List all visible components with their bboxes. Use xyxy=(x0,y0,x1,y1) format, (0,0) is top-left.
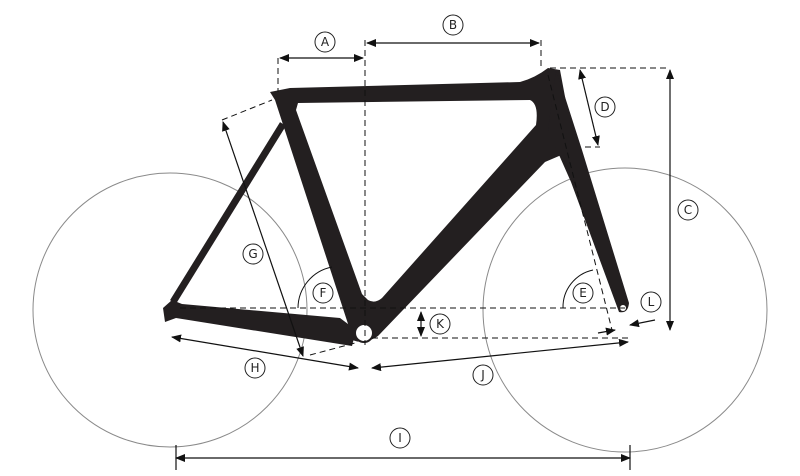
label-j: J xyxy=(472,364,494,386)
chain-stay xyxy=(163,300,356,346)
arrow-l-right xyxy=(629,319,656,328)
label-f: F xyxy=(312,282,334,304)
svg-text:C: C xyxy=(684,203,692,217)
label-h: H xyxy=(244,357,266,379)
fork xyxy=(548,70,629,313)
svg-text:F: F xyxy=(320,286,327,300)
angle-arc-e xyxy=(562,269,594,309)
arrow-j xyxy=(371,338,629,372)
bottom-bracket xyxy=(354,323,374,343)
label-e: E xyxy=(572,282,594,304)
frame xyxy=(163,68,629,346)
svg-text:H: H xyxy=(250,361,259,375)
dimension-arrows xyxy=(171,39,674,470)
svg-text:A: A xyxy=(321,35,330,49)
svg-text:D: D xyxy=(600,100,609,114)
label-l: L xyxy=(640,291,662,313)
svg-text:K: K xyxy=(436,317,445,331)
arrow-l-left xyxy=(597,327,616,336)
rear-wheel xyxy=(32,172,308,448)
svg-text:G: G xyxy=(248,247,257,261)
svg-text:L: L xyxy=(648,295,655,309)
front-wheel xyxy=(482,167,768,453)
label-d: D xyxy=(594,96,616,118)
label-g: G xyxy=(242,243,264,265)
dimension-labels: A B C D E F G H I J K L xyxy=(242,14,699,449)
main-triangle xyxy=(270,68,573,342)
label-c: C xyxy=(677,199,699,221)
arrow-d xyxy=(578,69,600,146)
svg-text:E: E xyxy=(579,286,587,300)
label-k: K xyxy=(429,313,451,335)
label-i: I xyxy=(389,427,411,449)
arrow-g xyxy=(222,121,304,357)
svg-text:B: B xyxy=(449,18,457,32)
arrow-h xyxy=(171,334,359,371)
svg-text:I: I xyxy=(398,431,402,445)
svg-text:J: J xyxy=(480,368,485,382)
label-a: A xyxy=(314,31,336,53)
label-b: B xyxy=(442,14,464,36)
